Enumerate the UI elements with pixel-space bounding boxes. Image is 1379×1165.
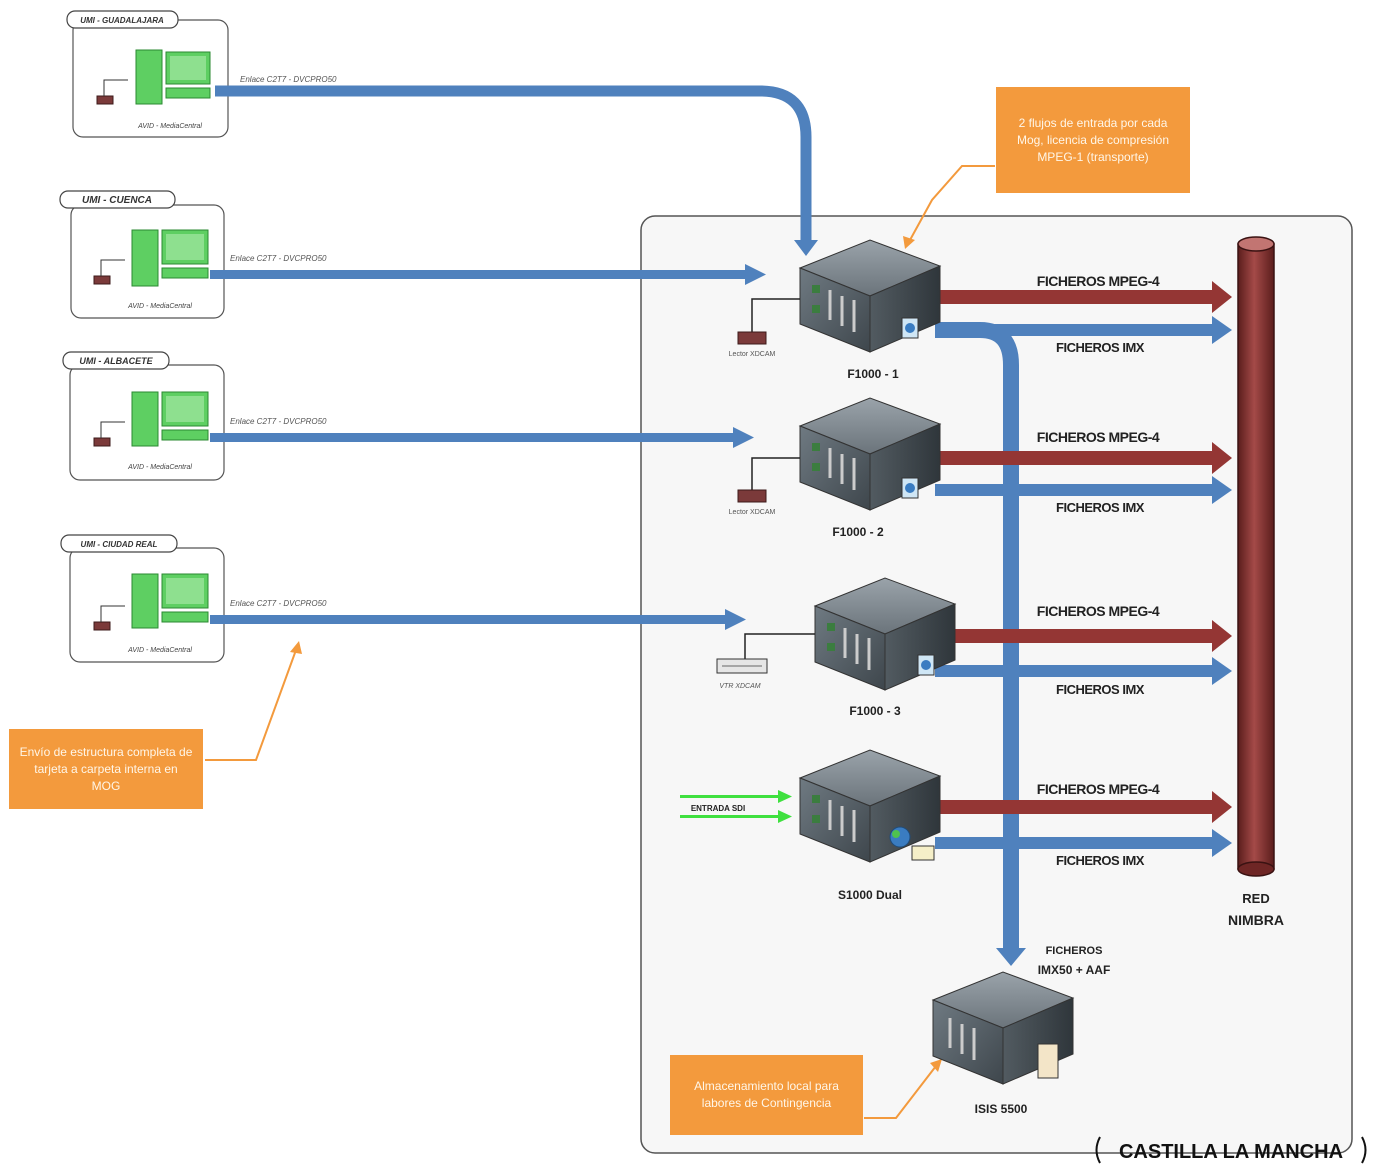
workstation-icon [135,49,211,105]
mpeg4-label-3: FICHEROS MPEG-4 [1037,603,1160,619]
link-label: Enlace C2T7 - DVCPRO50 [230,599,327,608]
sdi-input-label: ENTRADA SDI [691,804,745,813]
device-label: VTR XDCAM [719,683,760,690]
callout-line-bottom [864,1065,937,1119]
server-icon-f1000-2 [798,397,942,511]
sdi-input-arrows [680,790,792,823]
reader-icon [93,605,125,631]
link-arrow-guadalajara [215,85,818,256]
site-cuenca: UMI - CUENCA AVID - MediaCentral [59,190,225,319]
server-name: F1000 - 2 [832,525,884,539]
callout-line-left [205,649,297,761]
workstation-icon [131,229,209,287]
site-albacete: UMI - ALBACETE AVID - MediaCentral [62,351,225,481]
reader-icon [93,421,125,447]
imx-label-4: FICHEROS IMX [1056,853,1145,868]
storage-icon-isis [931,971,1075,1085]
station-label: AVID - MediaCentral [127,303,192,310]
network-label-line1: RED [1242,891,1269,906]
link-arrow-cuenca [210,264,766,285]
station-label: AVID - MediaCentral [127,464,192,471]
link-label: Enlace C2T7 - DVCPRO50 [230,417,327,426]
site-guadalajara: UMI - GUADALAJARA AVID - MediaCentral [66,10,229,138]
server-icon-f1000-1 [798,239,942,353]
workstation-icon [131,573,209,629]
mpeg4-flow-3 [950,620,1232,652]
site-title: UMI - ALBACETE [79,356,153,366]
storage-flow-label-line1: FICHEROS [1046,945,1103,957]
mpeg4-flow-2 [935,442,1232,474]
server-icon-f1000-3 [813,577,957,691]
imx-flow-4 [935,829,1232,857]
nimbra-network-pipe [1237,236,1275,877]
workstation-icon [131,391,209,447]
station-label: AVID - MediaCentral [127,647,192,654]
link-label: Enlace C2T7 - DVCPRO50 [230,254,327,263]
region-label: CASTILLA LA MANCHA [1095,1136,1367,1164]
reader-icon [96,79,128,105]
server-name: S1000 Dual [838,888,902,902]
vtr-icon [716,633,815,674]
site-ciudad-real: UMI - CIUDAD REAL AVID - MediaCentral [60,534,225,663]
server-name: F1000 - 1 [847,367,899,381]
note-top: 2 flujos de entrada por cada Mog, licenc… [996,87,1190,193]
note-bottom: Almacenamiento local para labores de Con… [670,1055,863,1135]
region-title: CASTILLA LA MANCHA [1119,1141,1343,1163]
imx-flow-3 [935,657,1232,685]
imx-label-2: FICHEROS IMX [1056,500,1145,515]
callout-line-top [909,165,995,241]
mpeg4-flow-1 [935,281,1232,313]
server-icon-s1000-dual [798,749,942,863]
xdcam-reader-icon [737,457,800,503]
storage-flow-label-line2: IMX50 + AAF [1038,963,1111,977]
mpeg4-flow-4 [935,791,1232,823]
site-title: UMI - GUADALAJARA [80,16,164,25]
mpeg4-label-4: FICHEROS MPEG-4 [1037,781,1160,797]
link-arrow-albacete [210,427,754,448]
device-label: Lector XDCAM [729,351,776,358]
link-arrow-ciudad-real [210,609,746,630]
reader-icon [93,259,125,285]
imx-flow-1 [935,316,1232,344]
imx-label-3: FICHEROS IMX [1056,682,1145,697]
storage-name: ISIS 5500 [975,1102,1028,1116]
network-label-line2: NIMBRA [1228,912,1284,928]
imx-flow-2 [935,476,1232,504]
mpeg4-label-2: FICHEROS MPEG-4 [1037,429,1160,445]
note-left: Envío de estructura completa de tarjeta … [9,729,203,809]
imx-label-1: FICHEROS IMX [1056,340,1145,355]
link-label: Enlace C2T7 - DVCPRO50 [240,75,337,84]
server-name: F1000 - 3 [849,704,901,718]
site-title: UMI - CIUDAD REAL [81,540,158,549]
device-label: Lector XDCAM [729,509,776,516]
xdcam-reader-icon [737,298,800,345]
mpeg4-label-1: FICHEROS MPEG-4 [1037,273,1160,289]
station-label: AVID - MediaCentral [137,123,202,130]
site-title: UMI - CUENCA [82,195,152,206]
